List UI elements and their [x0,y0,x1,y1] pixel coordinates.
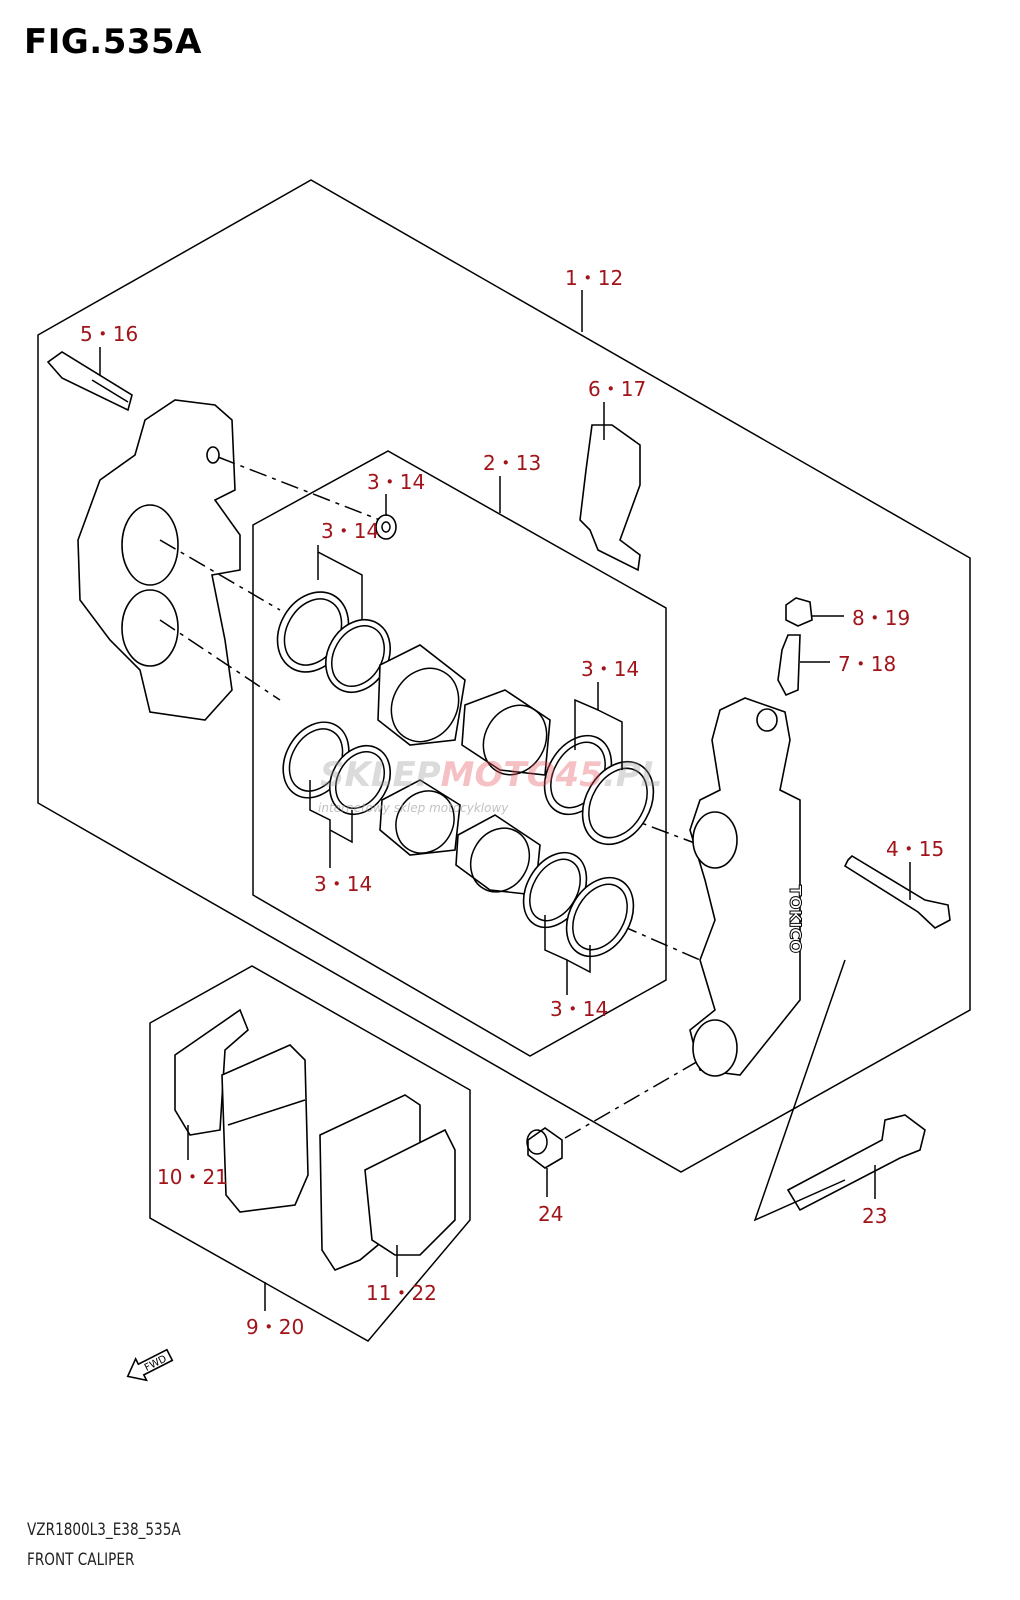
callout-23: 23 [862,1204,887,1228]
bleeder-cap-8[interactable] [785,597,813,627]
piston[interactable] [377,644,472,754]
caliper-half-right[interactable]: TOKICO [689,697,806,1077]
alignment-lines [159,456,701,1139]
pin-4[interactable] [843,854,951,929]
piston[interactable] [455,814,541,903]
callout-24: 24 [538,1202,563,1226]
caliper-brand-mark: TOKICO [786,885,805,953]
callout-3-14: 3・14 [321,519,379,543]
diagram-name: FRONT CALIPER [27,1550,135,1570]
watermark: SKLEPMOTO45.PL internetowy sklep motocyk… [318,755,662,815]
piston[interactable] [379,779,465,864]
pad-spring-6[interactable] [579,424,641,572]
bolt-5[interactable] [46,351,133,412]
callout-11-22: 11・22 [366,1281,437,1305]
callout-4-15: 4・15 [886,837,944,861]
callout-7-18: 7・18 [838,652,896,676]
callout-5-16: 5・16 [80,322,138,346]
callout-6-17: 6・17 [588,377,646,401]
brake-pad-10[interactable] [174,1008,309,1213]
callout-3-14: 3・14 [367,470,425,494]
bushing-24[interactable] [526,1127,563,1169]
piston-set-box [252,450,667,1057]
fwd-label: FWD [143,1353,169,1374]
callout-labels: 1・12 5・16 6・17 2・13 3・14 3・14 3・14 8・19 … [80,266,944,1339]
callout-3-14: 3・14 [581,657,639,681]
caliper-half-left[interactable] [77,399,241,721]
callout-1-12: 1・12 [565,266,623,290]
seal-ring[interactable] [553,866,647,969]
mounting-bolt-23[interactable] [753,959,926,1222]
diagram-code: VZR1800L3_E38_535A [27,1520,181,1540]
callout-3-14: 3・14 [550,997,608,1021]
callout-2-13: 2・13 [483,451,541,475]
seal-ring[interactable] [313,608,403,704]
seal-ring[interactable] [568,749,667,857]
callout-10-21: 10・21 [157,1165,228,1189]
watermark-main: SKLEPMOTO45.PL [320,755,662,795]
watermark-sub: internetowy sklep motocyklowy [318,801,509,815]
brake-pad-11[interactable] [319,1094,456,1271]
callout-leaders [99,290,911,1311]
piston[interactable] [461,689,559,786]
caliper-assembly-box [37,179,971,1173]
callout-9-20: 9・20 [246,1315,304,1339]
bleeder-valve-7[interactable] [777,634,801,697]
figure-title: FIG.535A [24,22,202,62]
pad-set-box [149,965,471,1342]
fwd-arrow-icon: FWD [126,1348,174,1382]
callout-3-14: 3・14 [314,872,372,896]
callout-8-19: 8・19 [852,606,910,630]
seal-ring[interactable] [318,735,402,825]
